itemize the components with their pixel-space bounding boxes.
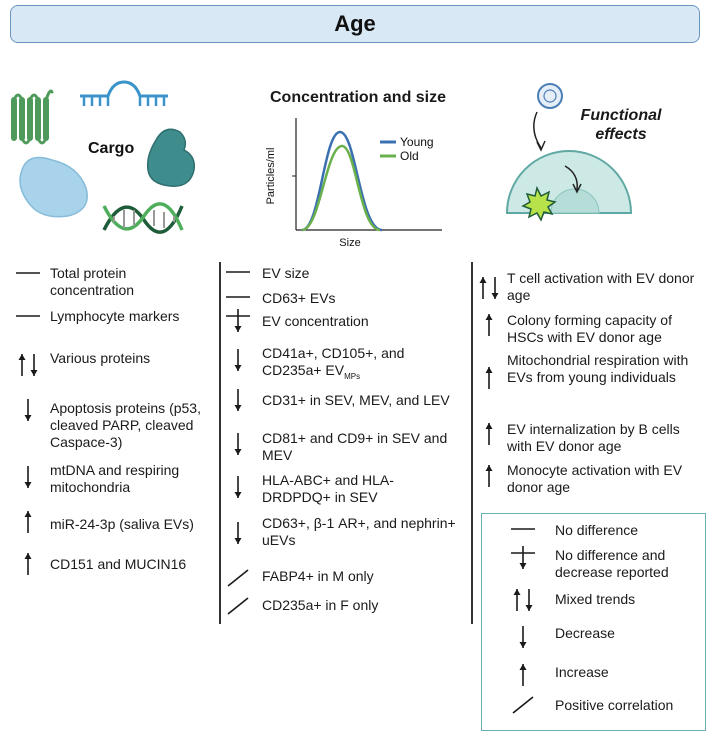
left-item-text: Various proteins xyxy=(50,350,151,366)
mixed-trends-icon xyxy=(479,277,499,299)
right-item-text: Colony forming capacity of HSCs with EV … xyxy=(507,312,672,345)
legend-item-text: No difference xyxy=(555,522,639,538)
conc-xlabel: Size xyxy=(339,237,360,249)
functional-illustration xyxy=(505,83,633,222)
conc-ylabel: Particles/ml xyxy=(265,148,277,205)
middle-item-text: CD31+ in SEV, MEV, and LEV xyxy=(262,392,450,408)
no-difference-decrease-icon xyxy=(226,309,250,332)
title-bar: Age xyxy=(10,5,700,43)
legend-item-text: Decrease xyxy=(555,625,615,641)
left-item-text: Lymphocyte markers xyxy=(50,308,180,324)
decrease-icon xyxy=(234,522,242,544)
rna-icon xyxy=(80,80,168,106)
column-divider-1 xyxy=(219,262,221,624)
middle-item-text: EV concentration xyxy=(262,313,369,329)
legend-item-text: Positive correlation xyxy=(555,697,674,713)
middle-item-text: CD81+ and CD9+ in SEV and MEV xyxy=(262,430,448,463)
positive-correlation-icon xyxy=(227,569,249,587)
middle-item-text: CD63+, β-1 AR+, and nephrin+ uEVs xyxy=(262,515,456,548)
legend-label-old: Old xyxy=(400,149,419,163)
left-item-text: Total protein concentration xyxy=(50,265,135,298)
decrease-icon xyxy=(234,389,242,411)
decrease-icon xyxy=(24,399,32,421)
increase-icon xyxy=(485,367,493,389)
series-old-curve xyxy=(301,144,381,232)
increase-icon xyxy=(24,553,32,575)
legend-item-text: Increase xyxy=(555,664,609,680)
middle-item-text: HLA-ABC+ and HLA-DRDPDQ+ in SEV xyxy=(262,472,394,505)
right-item-text: Monocyte activation with EV donor age xyxy=(507,462,683,495)
increase-icon xyxy=(24,511,32,533)
decrease-icon xyxy=(234,476,242,498)
right-item-text: EV internalization by B cells with EV do… xyxy=(507,421,680,454)
middle-item-text: FABP4+ in M only xyxy=(262,568,374,584)
page-title: Age xyxy=(334,11,376,36)
mixed-trends-icon xyxy=(18,354,38,376)
mitochondria-burst-icon xyxy=(521,185,557,222)
positive-correlation-icon xyxy=(227,597,249,615)
increase-icon xyxy=(485,314,493,336)
increase-icon xyxy=(485,423,493,445)
middle-item-text: CD63+ EVs xyxy=(262,290,336,306)
ev-vesicle-icon xyxy=(537,83,563,109)
middle-item-text: EV size xyxy=(262,265,310,281)
increase-icon xyxy=(485,465,493,487)
legend-item-text: No difference and decrease reported xyxy=(555,547,669,580)
cargo-illustration: Cargo xyxy=(11,80,196,234)
legend-item-text: Mixed trends xyxy=(555,591,636,607)
conc-chart-title: Concentration and size xyxy=(270,89,447,106)
left-item-text: Apoptosis proteins (p53, cleaved PARP, c… xyxy=(50,400,201,450)
left-item-text: CD151 and MUCIN16 xyxy=(50,556,187,572)
decrease-icon xyxy=(234,349,242,371)
membrane-protein-icon xyxy=(11,89,54,145)
right-item-text: T cell activation with EV donor age xyxy=(507,270,695,303)
column-divider-2 xyxy=(471,262,473,624)
decrease-icon xyxy=(24,466,32,488)
left-item-text: mtDNA and respiring mitochondria xyxy=(50,462,180,495)
middle-item-text: CD41a+, CD105+, and CD235a+ EVMPs xyxy=(262,345,405,381)
enzyme-blob-icon xyxy=(146,128,196,187)
decrease-icon xyxy=(234,433,242,455)
legend-box xyxy=(481,513,706,731)
series-young-curve xyxy=(301,130,383,232)
right-item-text: Mitochondrial respiration with EVs from … xyxy=(507,352,689,385)
legend-label-young: Young xyxy=(400,135,434,149)
middle-item-text: CD235a+ in F only xyxy=(262,597,379,613)
cargo-label: Cargo xyxy=(88,140,134,157)
dna-icon xyxy=(102,202,184,234)
protein-blob-icon xyxy=(19,156,88,218)
conc-chart: Particles/ml Size Young Old xyxy=(265,118,442,249)
functional-effects-label: Functional effects xyxy=(580,107,662,143)
left-item-text: miR-24-3p (saliva EVs) xyxy=(50,516,194,532)
